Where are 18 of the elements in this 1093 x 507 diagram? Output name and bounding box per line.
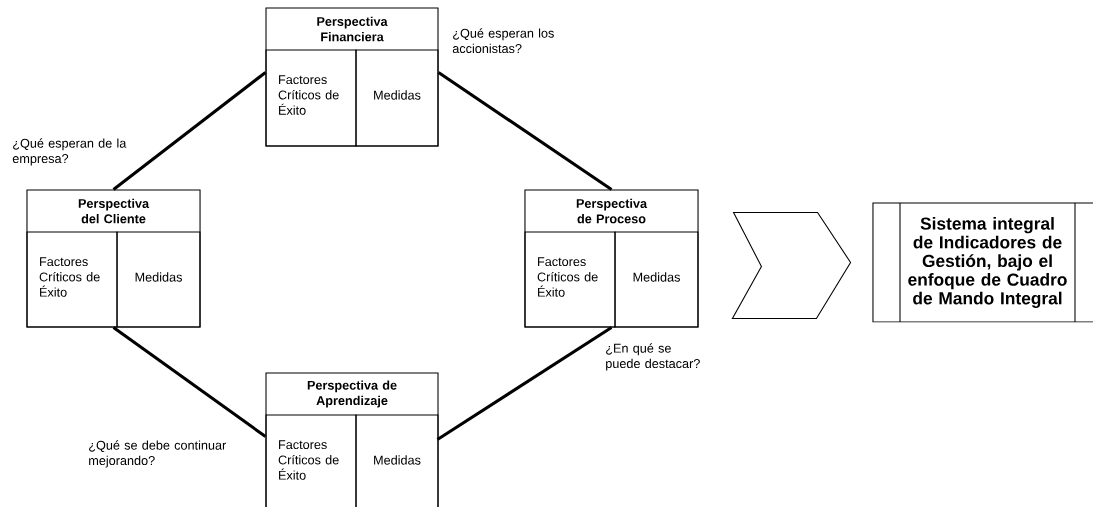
table-cell: Factores Críticos de Éxito (265, 414, 357, 507)
table-cell: Factores Críticos de Éxito (524, 231, 616, 328)
question-text: ¿Qué esperan de la empresa? (12, 138, 127, 166)
connector-line (437, 71, 613, 191)
table-cell: Medidas (355, 49, 439, 147)
table-cell: Medidas (355, 414, 439, 507)
connector-line (112, 71, 267, 191)
table-cell: Factores Críticos de Éxito (265, 49, 357, 147)
connector-line (112, 326, 267, 438)
chevron-arrow (731, 211, 852, 320)
connector-line (436, 326, 613, 441)
table-cell: Medidas (116, 231, 201, 328)
question-text: ¿En qué se puede destacar? (606, 343, 700, 371)
question-text: ¿Qué esperan los accionistas? (452, 28, 554, 54)
table-cell: Medidas (614, 231, 699, 328)
table-cell: Factores Críticos de Éxito (26, 231, 118, 328)
question-text: ¿Qué se debe continuar mejorando? (89, 440, 227, 468)
result-box: Sistema integral de Indicadores de Gestión, bajo el enfoque de Cuadro de Mando Integral (872, 202, 1093, 323)
